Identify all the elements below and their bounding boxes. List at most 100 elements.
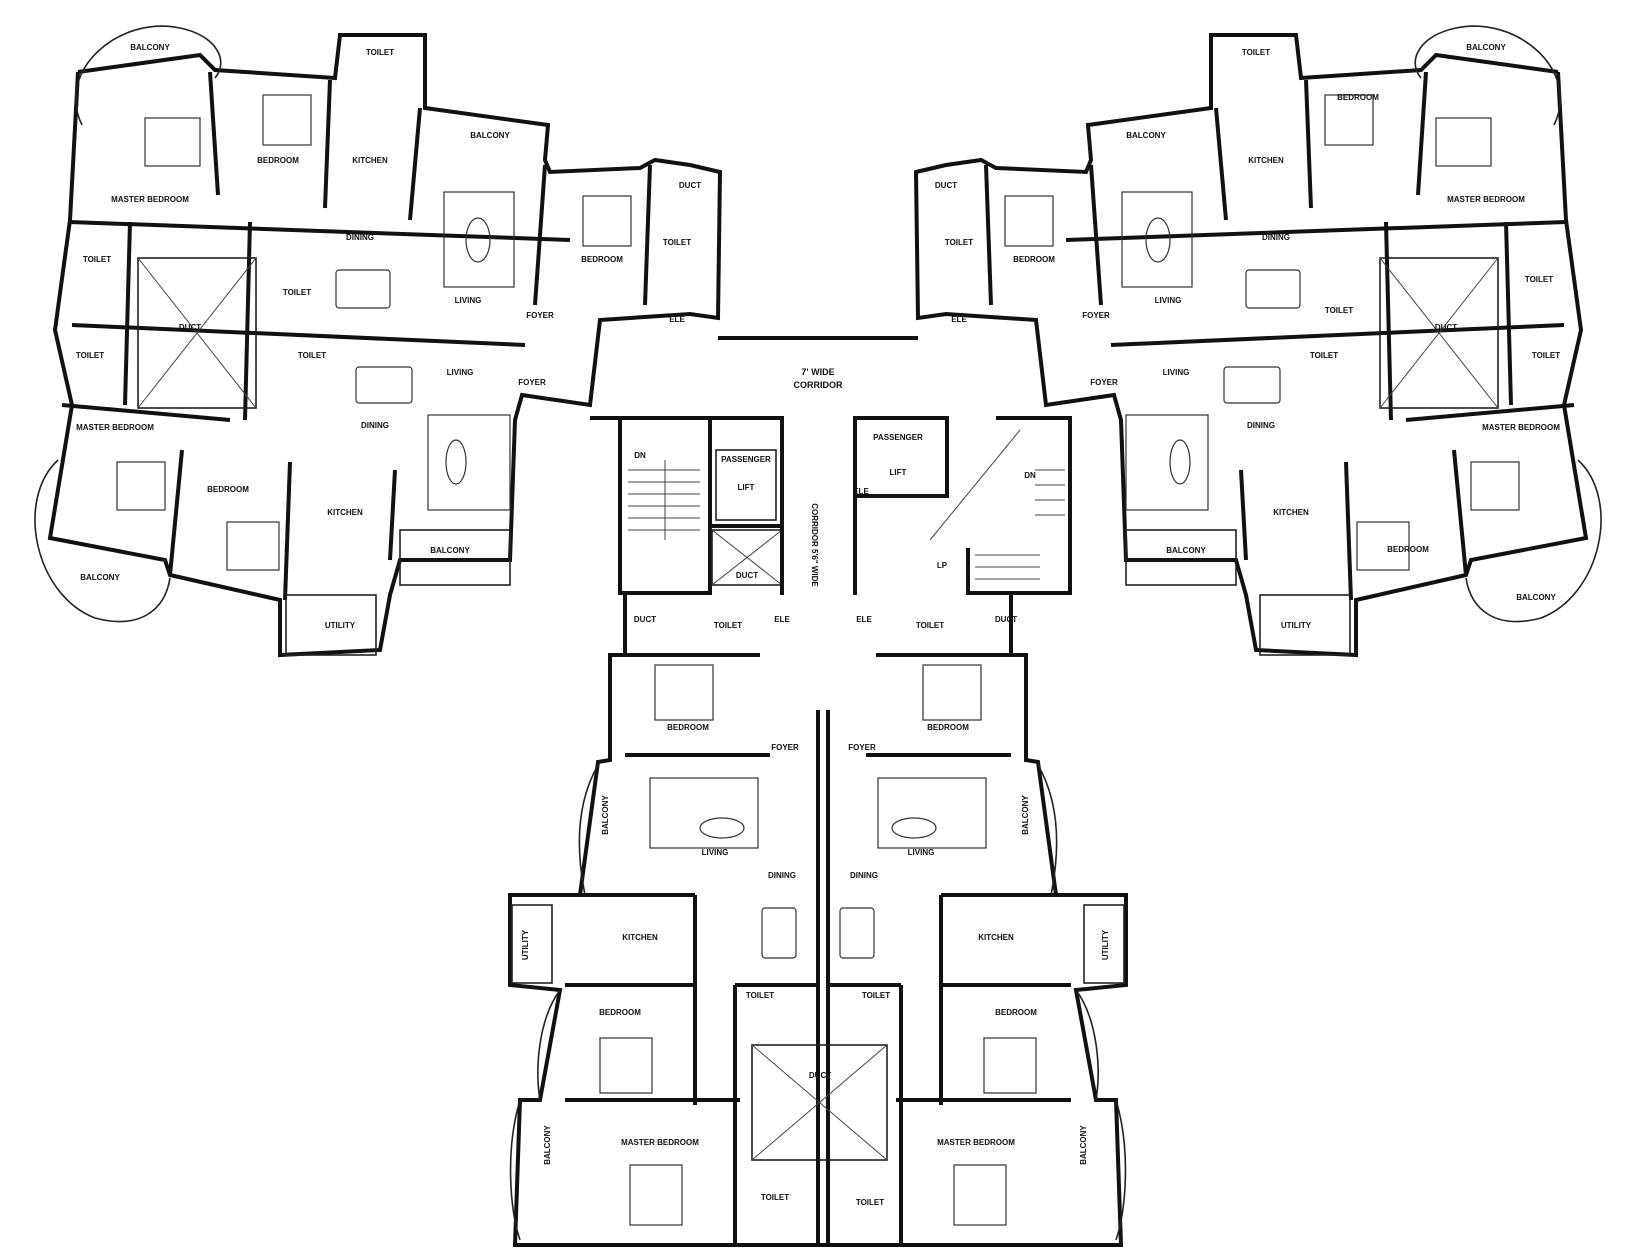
label-toilet-rw5: TOILET xyxy=(1532,351,1560,360)
label-balcony-lw3: BALCONY xyxy=(430,546,470,555)
label-foyer-rw2: FOYER xyxy=(1090,378,1118,387)
dining-table-left-2 xyxy=(355,366,413,404)
label-kitchen-rw2: KITCHEN xyxy=(1273,508,1309,517)
right-wing xyxy=(913,25,1602,658)
label-balcony-lw4: BALCONY xyxy=(80,573,120,582)
passenger-label-left: PASSENGER xyxy=(721,455,771,464)
label-balcony-rw3: BALCONY xyxy=(1166,546,1206,555)
label-kitchen-s2: KITCHEN xyxy=(978,933,1014,942)
label-balcony-s2: BALCONY xyxy=(1021,795,1030,835)
label-bedroom-lw1: BEDROOM xyxy=(257,156,299,165)
label-duct-c2: DUCT xyxy=(995,615,1017,624)
label-toilet-lw2: TOILET xyxy=(663,238,691,247)
duct-label-core: DUCT xyxy=(736,571,758,580)
label-master-lw2: MASTER BEDROOM xyxy=(76,423,154,432)
label-utility-s2: UTILITY xyxy=(1101,929,1110,960)
label-balcony-s1: BALCONY xyxy=(601,795,610,835)
label-toilet-c2: TOILET xyxy=(916,621,944,630)
label-kitchen-lw2: KITCHEN xyxy=(327,508,363,517)
label-utility-lw1: UTILITY xyxy=(325,621,356,630)
label-balcony-rw1: BALCONY xyxy=(1466,43,1506,52)
label-living-s2: LIVING xyxy=(908,848,935,857)
label-toilet-rw4: TOILET xyxy=(1325,306,1353,315)
dining-table-left-1 xyxy=(335,269,391,309)
label-kitchen-rw1: KITCHEN xyxy=(1248,156,1284,165)
label-utility-rw1: UTILITY xyxy=(1281,621,1312,630)
label-master-rw2: MASTER BEDROOM xyxy=(1482,423,1560,432)
label-dining-s2: DINING xyxy=(850,871,878,880)
central-duct xyxy=(751,1044,888,1161)
label-duct-lw1: DUCT xyxy=(679,181,701,190)
spine-corridor-label: CORRIDOR 5'6" WIDE xyxy=(810,503,819,587)
lp-label: LP xyxy=(937,561,948,570)
label-toilet-lw5: TOILET xyxy=(76,351,104,360)
label-toilet-s2: TOILET xyxy=(862,991,890,1000)
label-dining-lw2: DINING xyxy=(361,421,389,430)
label-kitchen-s1: KITCHEN xyxy=(622,933,658,942)
label-foyer-lw1: FOYER xyxy=(526,311,554,320)
label-balcony-s4: BALCONY xyxy=(1079,1125,1088,1165)
label-bedroom-rw1: BEDROOM xyxy=(1337,93,1379,102)
label-bedroom-s2: BEDROOM xyxy=(927,723,969,732)
balcony-top-left xyxy=(75,25,222,126)
corridor-sub-label: CORRIDOR xyxy=(794,380,843,390)
label-toilet-rw3: TOILET xyxy=(1525,275,1553,284)
label-toilet-s3: TOILET xyxy=(761,1193,789,1202)
label-foyer-rw1: FOYER xyxy=(1082,311,1110,320)
label-toilet-lw3: TOILET xyxy=(83,255,111,264)
label-master-s2: MASTER BEDROOM xyxy=(937,1138,1015,1147)
label-toilet-s4: TOILET xyxy=(856,1198,884,1207)
sofa-left-1 xyxy=(443,191,515,288)
lift-label-right: LIFT xyxy=(890,468,907,477)
label-utility-s1: UTILITY xyxy=(521,929,530,960)
label-living-lw2: LIVING xyxy=(447,368,474,377)
label-dining-rw2: DINING xyxy=(1247,421,1275,430)
label-duct-lw2: DUCT xyxy=(179,323,201,332)
label-toilet-lw4: TOILET xyxy=(283,288,311,297)
label-duct-s1: DUCT xyxy=(809,1071,831,1080)
lift-left xyxy=(708,416,784,528)
label-balcony-lw1: BALCONY xyxy=(130,43,170,52)
label-toilet-rw1: TOILET xyxy=(1242,48,1270,57)
label-living-s1: LIVING xyxy=(702,848,729,857)
lift-label-left: LIFT xyxy=(738,483,755,492)
south-block xyxy=(508,595,1128,1247)
label-living-rw2: LIVING xyxy=(1163,368,1190,377)
label-dining-lw1: DINING xyxy=(346,233,374,242)
label-bedroom-lw3: BEDROOM xyxy=(207,485,249,494)
left-wing xyxy=(34,25,723,658)
label-living-rw1: LIVING xyxy=(1155,296,1182,305)
label-master-lw1: MASTER BEDROOM xyxy=(111,195,189,204)
label-toilet-lw1: TOILET xyxy=(366,48,394,57)
label-toilet-lw6: TOILET xyxy=(298,351,326,360)
label-dining-rw1: DINING xyxy=(1262,233,1290,242)
sofa-left-2 xyxy=(427,414,511,511)
label-bedroom-s4: BEDROOM xyxy=(995,1008,1037,1017)
label-ele-lw1: ELE xyxy=(669,315,685,324)
label-balcony-rw2: BALCONY xyxy=(1126,131,1166,140)
label-foyer-lw2: FOYER xyxy=(518,378,546,387)
label-toilet-s1: TOILET xyxy=(746,991,774,1000)
label-ele-c3: ELE xyxy=(853,487,869,496)
lift-right xyxy=(853,416,949,498)
passenger-label-right: PASSENGER xyxy=(873,433,923,442)
label-ele-c2: ELE xyxy=(856,615,872,624)
label-bedroom-rw3: BEDROOM xyxy=(1387,545,1429,554)
label-toilet-rw2: TOILET xyxy=(945,238,973,247)
stair-dn-right: DN xyxy=(1024,471,1036,480)
room-labels: 7' WIDE CORRIDOR CORRIDOR 5'6" WIDE DN D… xyxy=(76,43,1560,1207)
label-ele-rw1: ELE xyxy=(951,315,967,324)
label-bedroom-rw2: BEDROOM xyxy=(1013,255,1055,264)
main-corridor xyxy=(590,336,1046,420)
label-bedroom-s3: BEDROOM xyxy=(599,1008,641,1017)
label-kitchen-lw1: KITCHEN xyxy=(352,156,388,165)
label-toilet-rw6: TOILET xyxy=(1310,351,1338,360)
label-balcony-lw2: BALCONY xyxy=(470,131,510,140)
label-duct-rw2: DUCT xyxy=(1435,323,1457,332)
label-duct-rw1: DUCT xyxy=(935,181,957,190)
stair-dn-left: DN xyxy=(634,451,646,460)
label-bedroom-s1: BEDROOM xyxy=(667,723,709,732)
label-master-rw1: MASTER BEDROOM xyxy=(1447,195,1525,204)
label-foyer-s2: FOYER xyxy=(848,743,876,752)
